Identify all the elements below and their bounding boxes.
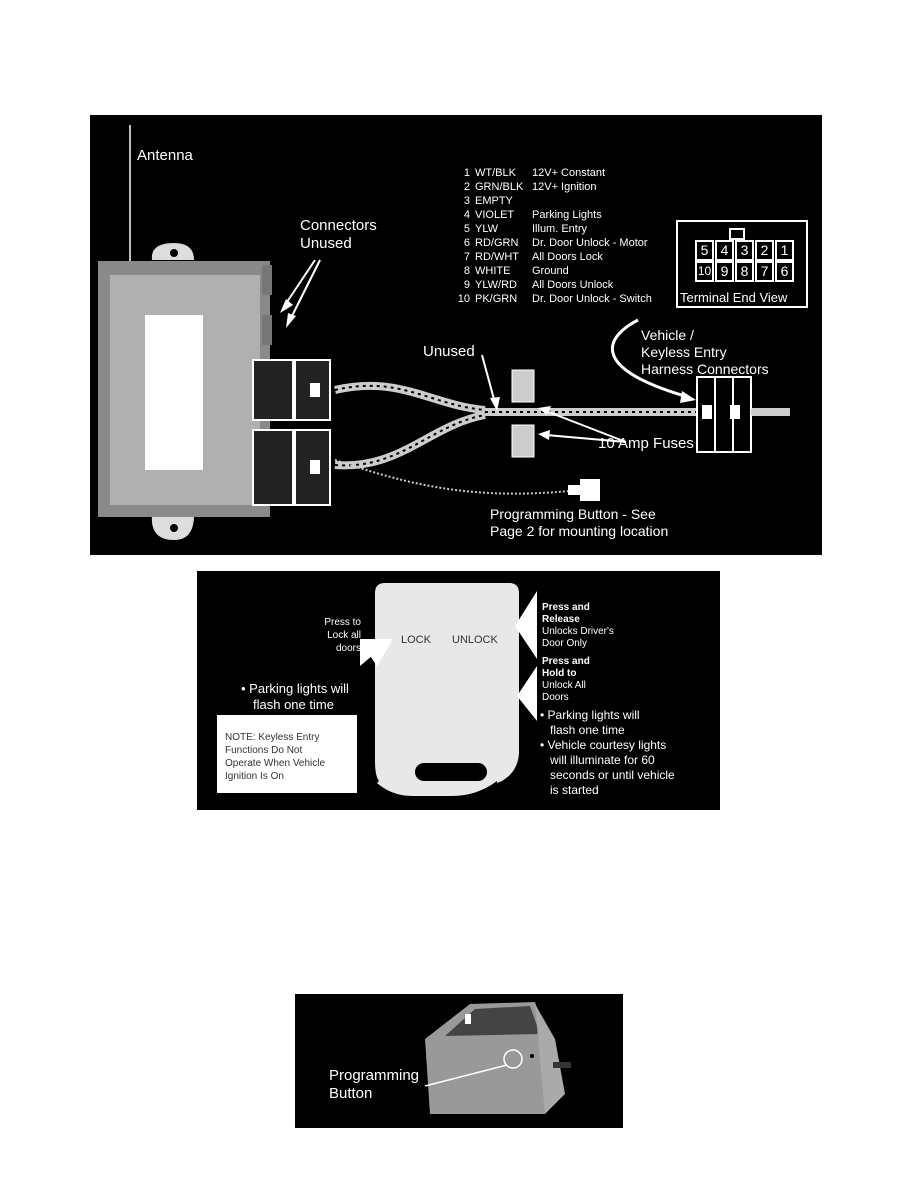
pin-function: Dr. Door Unlock - Motor <box>532 237 648 249</box>
terminal-pin: 7 <box>755 261 774 282</box>
pin-wire: RD/GRN <box>475 237 519 249</box>
parking-left-line1: • Parking lights will <box>241 681 349 696</box>
pin-function: All Doors Unlock <box>532 279 614 291</box>
note-line: NOTE: Keyless Entry <box>225 732 320 743</box>
terminal-bottom-row: 10 9 8 7 6 <box>695 261 795 282</box>
press-hold-line2: Hold to <box>542 668 577 679</box>
fuses-label: 10 Amp Fuses <box>598 435 694 452</box>
note-line: Functions Do Not <box>225 745 303 756</box>
press-to-lock-line3: doors <box>335 643 361 654</box>
harness-label-line1: Vehicle / <box>641 327 694 343</box>
press-hold-line1: Press and <box>542 656 590 667</box>
pin-wire: VIOLET <box>475 209 515 221</box>
pin-function: Ground <box>532 265 569 277</box>
pin-wire: YLW/RD <box>475 279 517 291</box>
terminal-pin: 3 <box>735 240 754 261</box>
pin-function: All Doors Lock <box>532 251 603 263</box>
right-bullet-line: • Parking lights will <box>540 708 640 722</box>
pin-function: Dr. Door Unlock - Switch <box>532 293 652 305</box>
press-release-line1: Press and <box>542 602 590 613</box>
pin-wire: WHITE <box>475 265 511 277</box>
wiring-diagram-graphic <box>98 125 808 540</box>
wiring-diagram-panel: Antenna Connectors Unused Unused 1 WT/BL… <box>90 115 822 555</box>
right-bullet-line: • Vehicle courtesy lights <box>540 738 667 752</box>
pin-number: 9 <box>463 279 470 291</box>
right-bullet-line: is started <box>550 783 599 797</box>
pin-function: Parking Lights <box>532 209 602 221</box>
pin-function: 12V+ Ignition <box>532 181 597 193</box>
harness-label-line2: Keyless Entry <box>641 344 727 360</box>
unlocks-driver-line2: Door Only <box>542 638 588 649</box>
pin-number: 10 <box>457 293 470 305</box>
terminal-pin: 9 <box>715 261 734 282</box>
car-photo-panel: Programming Button <box>295 994 623 1128</box>
pin-wire: YLW <box>475 223 499 235</box>
connectors-unused-label-line2: Unused <box>300 235 352 252</box>
remote-panel: LOCK UNLOCK Press to Lock all doors • Pa… <box>197 571 720 810</box>
pin-number: 5 <box>463 223 470 235</box>
pin-number: 2 <box>463 181 470 193</box>
lock-button[interactable]: LOCK <box>401 634 431 646</box>
terminal-end-view-label: Terminal End View <box>680 290 788 305</box>
pin-function: Illum. Entry <box>532 223 588 235</box>
press-release-line2: Release <box>542 614 580 625</box>
right-bullet-line: flash one time <box>550 723 625 737</box>
pin-number: 8 <box>463 265 470 277</box>
unlock-button[interactable]: UNLOCK <box>452 634 498 646</box>
terminal-pin: 4 <box>715 240 734 261</box>
harness-label-line3: Harness Connectors <box>641 361 769 377</box>
unlock-all-line1: Unlock All <box>542 680 586 691</box>
right-bullet-line: will illuminate for 60 <box>550 753 655 767</box>
right-bullet-line: seconds or until vehicle <box>550 768 675 782</box>
pin-wire: EMPTY <box>475 195 513 207</box>
press-to-lock-line2: Lock all <box>327 630 361 641</box>
terminal-pin: 6 <box>775 261 794 282</box>
programming-button-label-line2: Page 2 for mounting location <box>490 523 669 539</box>
unlock-all-line2: Doors <box>542 692 569 703</box>
press-to-lock-line1: Press to <box>324 617 361 628</box>
unused-label: Unused <box>423 343 475 360</box>
car-photo-label-line2: Button <box>329 1085 373 1102</box>
pin-number: 3 <box>463 195 470 207</box>
antenna-label: Antenna <box>137 147 193 164</box>
terminal-pin: 5 <box>695 240 714 261</box>
terminal-top-row: 5 4 3 2 1 <box>695 240 795 261</box>
terminal-pin: 8 <box>735 261 754 282</box>
terminal-pin: 2 <box>755 240 774 261</box>
programming-button-label-line1: Programming Button - See <box>490 506 656 522</box>
car-photo-graphic <box>424 1002 571 1114</box>
note-line: Operate When Vehicle <box>225 758 326 769</box>
terminal-pin: 10 <box>695 261 714 282</box>
pin-number: 6 <box>463 237 470 249</box>
pin-function: 12V+ Constant <box>532 167 606 179</box>
pin-wire: RD/WHT <box>475 251 519 263</box>
car-photo-label-line1: Programming <box>329 1067 420 1084</box>
unlocks-driver-line1: Unlocks Driver's <box>542 626 614 637</box>
parking-left-line2: flash one time <box>253 697 334 712</box>
note-line: Ignition Is On <box>225 771 284 782</box>
pin-number: 1 <box>463 167 470 179</box>
pin-wire: PK/GRN <box>475 293 518 305</box>
pin-number: 4 <box>463 209 470 221</box>
remote-graphic <box>217 583 537 796</box>
terminal-pin: 1 <box>775 240 794 261</box>
note-box: NOTE: Keyless Entry Functions Do Not Ope… <box>225 731 325 783</box>
pin-number: 7 <box>463 251 470 263</box>
pin-wire: WT/BLK <box>475 167 516 179</box>
pin-wire: GRN/BLK <box>475 181 524 193</box>
connectors-unused-label-line1: Connectors <box>300 217 377 234</box>
